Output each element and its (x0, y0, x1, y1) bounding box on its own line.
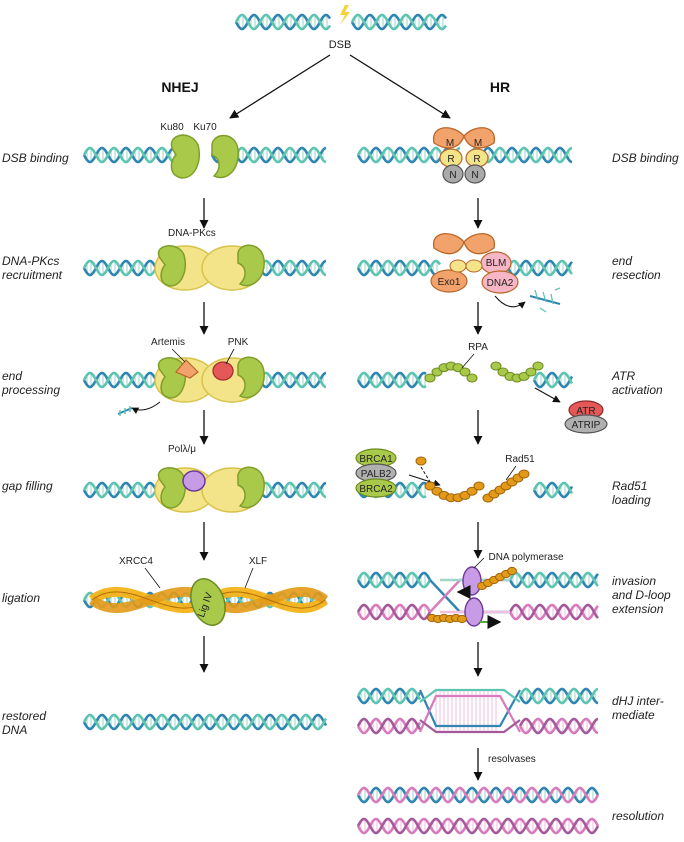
rpa-label: RPA (468, 342, 488, 353)
rpa-filaments (424, 361, 544, 383)
dna-polymerase-label: DNA polymerase (488, 552, 563, 563)
rpa-bead (424, 373, 436, 383)
hr-dna-right-3 (532, 481, 574, 499)
nhej-step-gap-filling: gap filling (2, 479, 53, 493)
ku70-label: Ku70 (193, 122, 217, 133)
hr-dna-inv-bot-left (356, 603, 432, 621)
nhej-step-dsb-binding: DSB binding (2, 151, 69, 165)
rad51-filaments (424, 469, 530, 503)
dna2-label: DNA2 (487, 278, 514, 289)
dna-top-left (234, 13, 332, 31)
invasion-rad51 (427, 566, 517, 624)
dsb-label: DSB (329, 39, 352, 51)
mrn-complex (433, 127, 495, 184)
gap-filling-complex (154, 466, 265, 513)
invasion-complex (456, 566, 502, 629)
ligation-complex (89, 578, 329, 626)
rad51-bead (518, 469, 530, 479)
rpa-bead (466, 373, 478, 383)
hr-step-dhj: dHJ inter-mediate (612, 694, 664, 722)
blm-label: BLM (486, 258, 507, 269)
hr-step-dsb-binding: DSB binding (612, 151, 679, 165)
arrow-to-hr (349, 54, 451, 119)
xrcc4-label: XRCC4 (119, 556, 153, 567)
resection-complex (430, 233, 561, 313)
invasion-rad51-bead (457, 614, 467, 624)
brca1-label: BRCA1 (359, 454, 393, 465)
rad51-label: Rad51 (505, 454, 535, 465)
dna-pkcs-label: DNA-PKcs (168, 228, 216, 239)
ku-heterodimer (170, 134, 239, 179)
mrn-m2-label: M (474, 138, 482, 149)
hr-dna-resolution-bottom (356, 817, 600, 835)
rpa-bead (532, 361, 544, 371)
end-processing-complex (117, 356, 265, 416)
hr-title: HR (490, 79, 510, 95)
rpa-bead (490, 361, 502, 371)
hr-step-resolution: resolution (612, 809, 664, 823)
atrip-label: ATRIP (572, 420, 601, 431)
artemis-label: Artemis (151, 337, 185, 348)
rad51-bead (424, 481, 436, 491)
hr-dna-dhj-top-left (356, 687, 422, 705)
mrn-r1-label: R (447, 154, 454, 165)
brca2-label: BRCA2 (359, 484, 393, 495)
hr-dna-left-1 (356, 259, 442, 277)
atr-label: ATR (576, 406, 595, 417)
pol-label: Polλ/μ (168, 444, 196, 455)
rad51-bead (473, 481, 485, 491)
hr-dna-dhj-bot-left (356, 717, 422, 735)
dsb-lightning-icon (340, 5, 350, 25)
mrn-n2-label: N (471, 170, 478, 181)
invasion-rad51-bead (507, 566, 517, 576)
mrn-m1-label: M (446, 138, 454, 149)
pnk-label: PNK (228, 337, 249, 348)
dna-pkcs-complex (154, 244, 265, 291)
rad51-bead (466, 486, 478, 496)
hr-dna-right-1 (506, 259, 573, 277)
hr-dna-dhj-bot-right (518, 717, 599, 735)
dna-top-right (350, 13, 448, 31)
mrn-r2-label: R (473, 154, 480, 165)
hr-dna-resolution-top (356, 786, 600, 804)
palb2-label: PALB2 (361, 469, 392, 480)
hr-dna-right-2 (532, 371, 574, 389)
exo1-label: Exo1 (438, 277, 461, 288)
hr-dna-dhj-top-right (518, 687, 599, 705)
hr-dna-left-2 (356, 371, 427, 389)
nhej-title: NHEJ (161, 79, 198, 95)
rpa-bead (459, 367, 471, 377)
hr-dna-inv-top-right (508, 571, 599, 589)
mrn-n1-label: N (449, 170, 456, 181)
resolvases-label: resolvases (488, 754, 536, 765)
nhej-dna-restored (82, 713, 328, 731)
ku80-label: Ku80 (160, 122, 184, 133)
rpa-bead (525, 367, 537, 377)
nhej-step-ligation: ligation (2, 591, 40, 605)
arrow-to-nhej (229, 54, 331, 119)
brca-complex (355, 448, 441, 498)
atr-atrip-complex (564, 400, 608, 434)
dhj-crossings (418, 688, 521, 734)
xlf-label: XLF (249, 556, 267, 567)
hr-dna-inv-top-left (356, 571, 432, 589)
hr-dna-inv-bot-right (508, 603, 599, 621)
